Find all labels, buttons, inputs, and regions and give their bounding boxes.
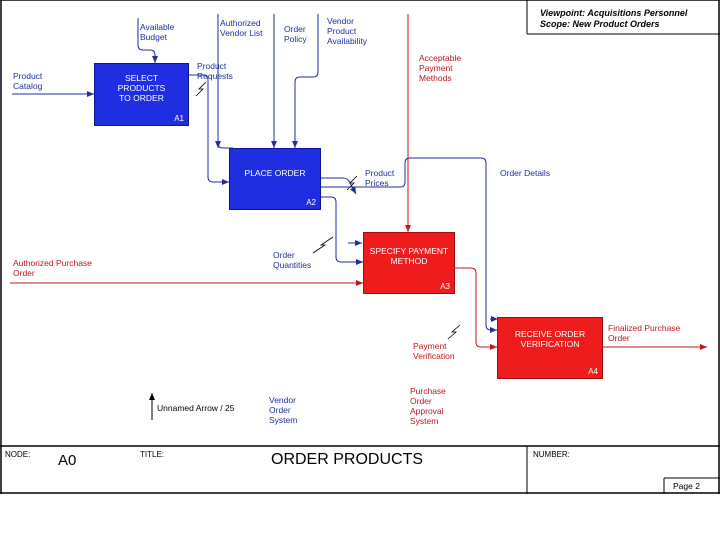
label-authorized-vendor-list: Authorized Vendor List: [220, 18, 263, 38]
label-product-prices: Product Prices: [365, 168, 395, 188]
title-label: TITLE:: [140, 450, 165, 459]
node-value: A0: [58, 452, 77, 469]
arrow-vendor-order-system: [255, 385, 261, 396]
arrow-product-requests: [189, 74, 229, 185]
label-unnamed-arrow: Unnamed Arrow / 25: [157, 403, 235, 413]
arrow-payment-verification: [455, 267, 497, 350]
activity-title-a4: RECEIVE ORDER VERIFICATION: [514, 329, 586, 349]
label-order-details: Order Details: [500, 168, 551, 178]
activity-box-a3[interactable]: SPECIFY PAYMENT METHOD A3: [363, 232, 455, 294]
activity-id-a1: A1: [174, 114, 184, 123]
activity-title-a1: SELECT PRODUCTS TO ORDER: [117, 73, 166, 103]
activity-title-a2: PLACE ORDER: [244, 168, 306, 178]
activity-id-a4: A4: [588, 367, 598, 376]
activity-box-a4[interactable]: RECEIVE ORDER VERIFICATION A4: [497, 317, 603, 379]
activity-id-a2: A2: [306, 198, 316, 207]
label-acceptable-payment-methods: Acceptable Payment Methods: [419, 53, 462, 83]
label-order-quantities: Order Quantities: [273, 250, 312, 270]
activity-box-a1[interactable]: SELECT PRODUCTS TO ORDER A1: [94, 63, 189, 126]
arrow-available-budget: [137, 18, 158, 63]
label-available-budget: Available Budget: [140, 22, 175, 42]
scope-text: Scope: New Product Orders: [540, 19, 660, 29]
diagram-frame: [0, 0, 720, 494]
arrow-vendor-product-availability: [292, 14, 319, 148]
arrow-order-quantities: [321, 196, 363, 265]
label-order-policy: Order Policy: [284, 24, 307, 44]
label-authorized-purchase-order: Authorized Purchase Order: [13, 258, 92, 278]
node-label: NODE:: [5, 450, 31, 459]
activity-title-a3: SPECIFY PAYMENT METHOD: [369, 246, 449, 266]
label-payment-verification: Payment Verification: [413, 341, 455, 361]
label-product-requests: Product Requests: [197, 61, 233, 81]
number-label: NUMBER:: [533, 450, 570, 459]
viewpoint-text: Viewpoint: Acquisitions Personnel: [540, 8, 688, 18]
label-vendor-order-system: Vendor Order System: [269, 395, 298, 425]
label-finalized-purchase-order: Finalized Purchase Order: [608, 323, 681, 343]
page-number: Page 2: [673, 481, 700, 491]
label-purchase-order-approval-system: Purchase Order Approval System: [410, 386, 446, 426]
label-product-catalog: Product Catalog: [13, 71, 43, 91]
activity-id-a3: A3: [440, 282, 450, 291]
activity-box-a2[interactable]: PLACE ORDER A2: [229, 148, 321, 210]
label-vendor-product-availability: Vendor Product Availability: [327, 16, 368, 46]
arrow-order-details: [321, 157, 497, 333]
title-value: ORDER PRODUCTS: [271, 451, 424, 468]
